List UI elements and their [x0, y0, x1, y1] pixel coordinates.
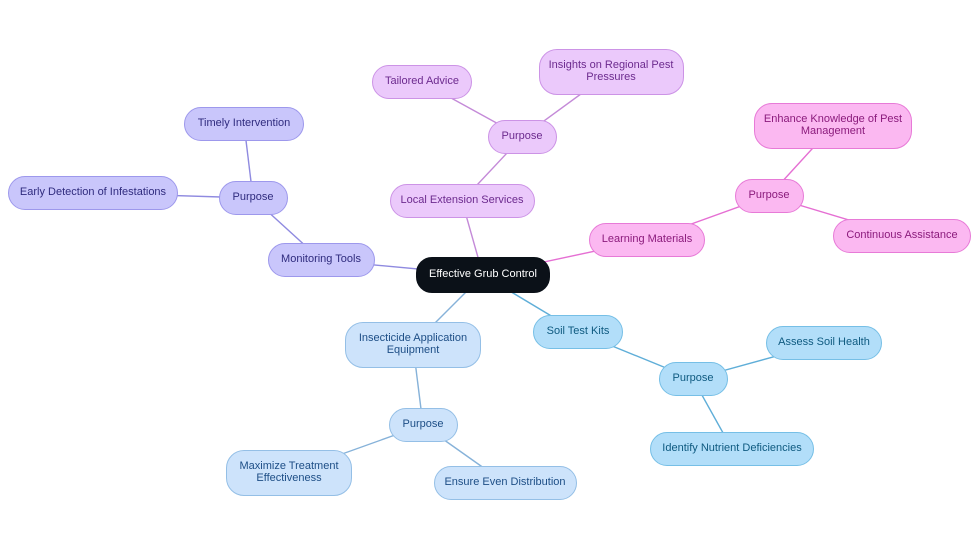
node-monitoring-purpose: Purpose: [218, 181, 288, 215]
node-label: Timely Intervention: [197, 117, 291, 130]
node-label: Insecticide Application Equipment: [358, 332, 468, 356]
node-label: Maximize Treatment Effectiveness: [239, 460, 339, 484]
node-label: Local Extension Services: [400, 194, 524, 207]
node-insecticide-purpose: Purpose: [388, 408, 458, 442]
node-label: Early Detection of Infestations: [19, 186, 167, 199]
node-label: Assess Soil Health: [778, 336, 870, 349]
node-label: Effective Grub Control: [428, 268, 537, 281]
node-tailored-advice: Tailored Advice: [372, 65, 472, 99]
node-soil-purpose: Purpose: [658, 362, 728, 396]
node-maximize-treatment: Maximize Treatment Effectiveness: [226, 450, 352, 496]
node-identify-nutrient-deficiencies: Identify Nutrient Deficiencies: [650, 432, 814, 466]
node-timely-intervention: Timely Intervention: [184, 107, 304, 141]
node-monitoring-tools: Monitoring Tools: [267, 243, 375, 277]
node-label: Purpose: [232, 191, 274, 204]
node-label: Continuous Assistance: [846, 229, 958, 242]
node-label: Insights on Regional Pest Pressures: [548, 59, 674, 83]
node-insights-regional-pest: Insights on Regional Pest Pressures: [538, 49, 684, 95]
node-ensure-even-distribution: Ensure Even Distribution: [433, 466, 577, 500]
node-label: Tailored Advice: [385, 75, 459, 88]
node-learning-purpose: Purpose: [734, 179, 804, 213]
node-local-extension-services: Local Extension Services: [389, 184, 535, 218]
node-continuous-assistance: Continuous Assistance: [833, 219, 971, 253]
node-label: Soil Test Kits: [546, 325, 610, 338]
node-label: Learning Materials: [601, 233, 693, 246]
node-label: Purpose: [672, 372, 714, 385]
node-root-effective-grub-control: Effective Grub Control: [416, 257, 550, 293]
node-label: Purpose: [501, 130, 543, 143]
node-enhance-knowledge: Enhance Knowledge of Pest Management: [754, 103, 912, 149]
node-label: Enhance Knowledge of Pest Management: [763, 113, 903, 137]
node-assess-soil-health: Assess Soil Health: [766, 326, 882, 360]
node-label: Ensure Even Distribution: [444, 476, 566, 489]
node-label: Purpose: [748, 189, 790, 202]
node-insecticide-equipment: Insecticide Application Equipment: [345, 322, 481, 368]
node-early-detection: Early Detection of Infestations: [8, 176, 178, 210]
node-soil-test-kits: Soil Test Kits: [533, 315, 623, 349]
node-extension-purpose: Purpose: [487, 120, 557, 154]
node-label: Monitoring Tools: [281, 253, 361, 266]
node-label: Purpose: [402, 418, 444, 431]
node-label: Identify Nutrient Deficiencies: [662, 442, 802, 455]
node-learning-materials: Learning Materials: [589, 223, 705, 257]
